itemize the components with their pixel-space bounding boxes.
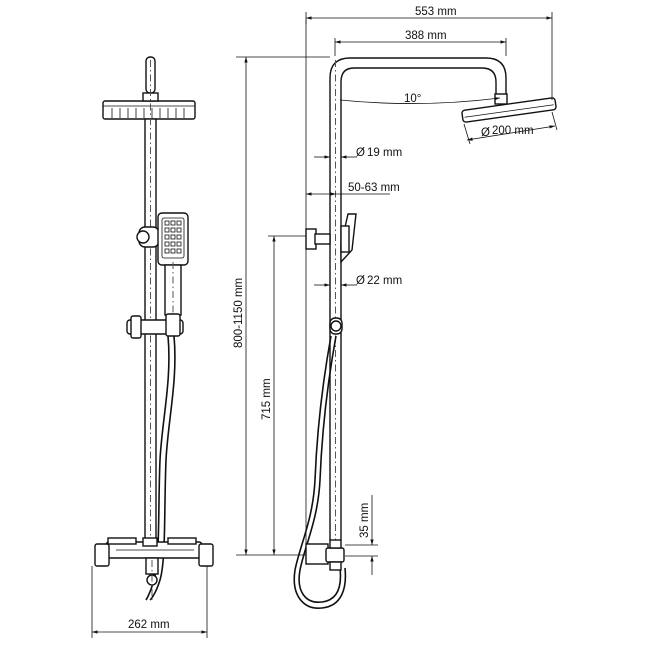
dim-mixer-width-label: 262 mm (128, 619, 170, 631)
dim-mixer-offset-label: 35 mm (359, 503, 371, 538)
dim-pipe-upper-label: 19 mm (367, 147, 402, 159)
dim-slider-height: 715 mm (261, 235, 306, 555)
front-hose (149, 335, 176, 601)
dim-wall-offset-label: 50-63 mm (348, 182, 400, 194)
dim-pipe-lower-label: 22 mm (367, 275, 402, 287)
side-mixer (305, 543, 329, 565)
dim-total-width-label: 553 mm (415, 6, 457, 18)
dim-pipe-upper-symbol: Ø (356, 147, 365, 159)
dim-head-diameter-label: 200 mm (492, 125, 534, 137)
dim-arm-length: 388 mm (334, 30, 507, 56)
side-hose (298, 335, 342, 603)
front-shower-head (102, 100, 196, 120)
dim-wall-offset: 50-63 mm (306, 182, 400, 196)
front-shower-head-nozzles (111, 108, 185, 118)
dim-total-width: 553 mm (305, 6, 553, 100)
dim-arm-length-label: 388 mm (405, 30, 447, 42)
dim-head-angle-label: 10° (404, 93, 421, 105)
dim-head-diameter: Ø 200 mm (463, 111, 558, 145)
dim-height-range: 800-1150 mm (233, 56, 330, 556)
dim-mixer-offset: 35 mm (345, 495, 378, 575)
side-view (293, 20, 557, 609)
dim-mixer-width: 262 mm (91, 566, 208, 638)
side-shower-head (461, 97, 557, 123)
dim-pipe-upper: Ø 19 mm (314, 147, 402, 159)
dim-pipe-lower-symbol: Ø (356, 275, 365, 287)
dim-head-diameter-symbol: Ø (481, 127, 490, 139)
dim-head-angle: 10° (339, 93, 501, 105)
front-view (94, 56, 214, 601)
front-hand-shower-nozzles (164, 220, 182, 254)
dim-height-range-label: 800-1150 mm (233, 278, 245, 348)
dim-pipe-lower: Ø 22 mm (314, 275, 402, 287)
dim-slider-height-label: 715 mm (261, 378, 273, 420)
